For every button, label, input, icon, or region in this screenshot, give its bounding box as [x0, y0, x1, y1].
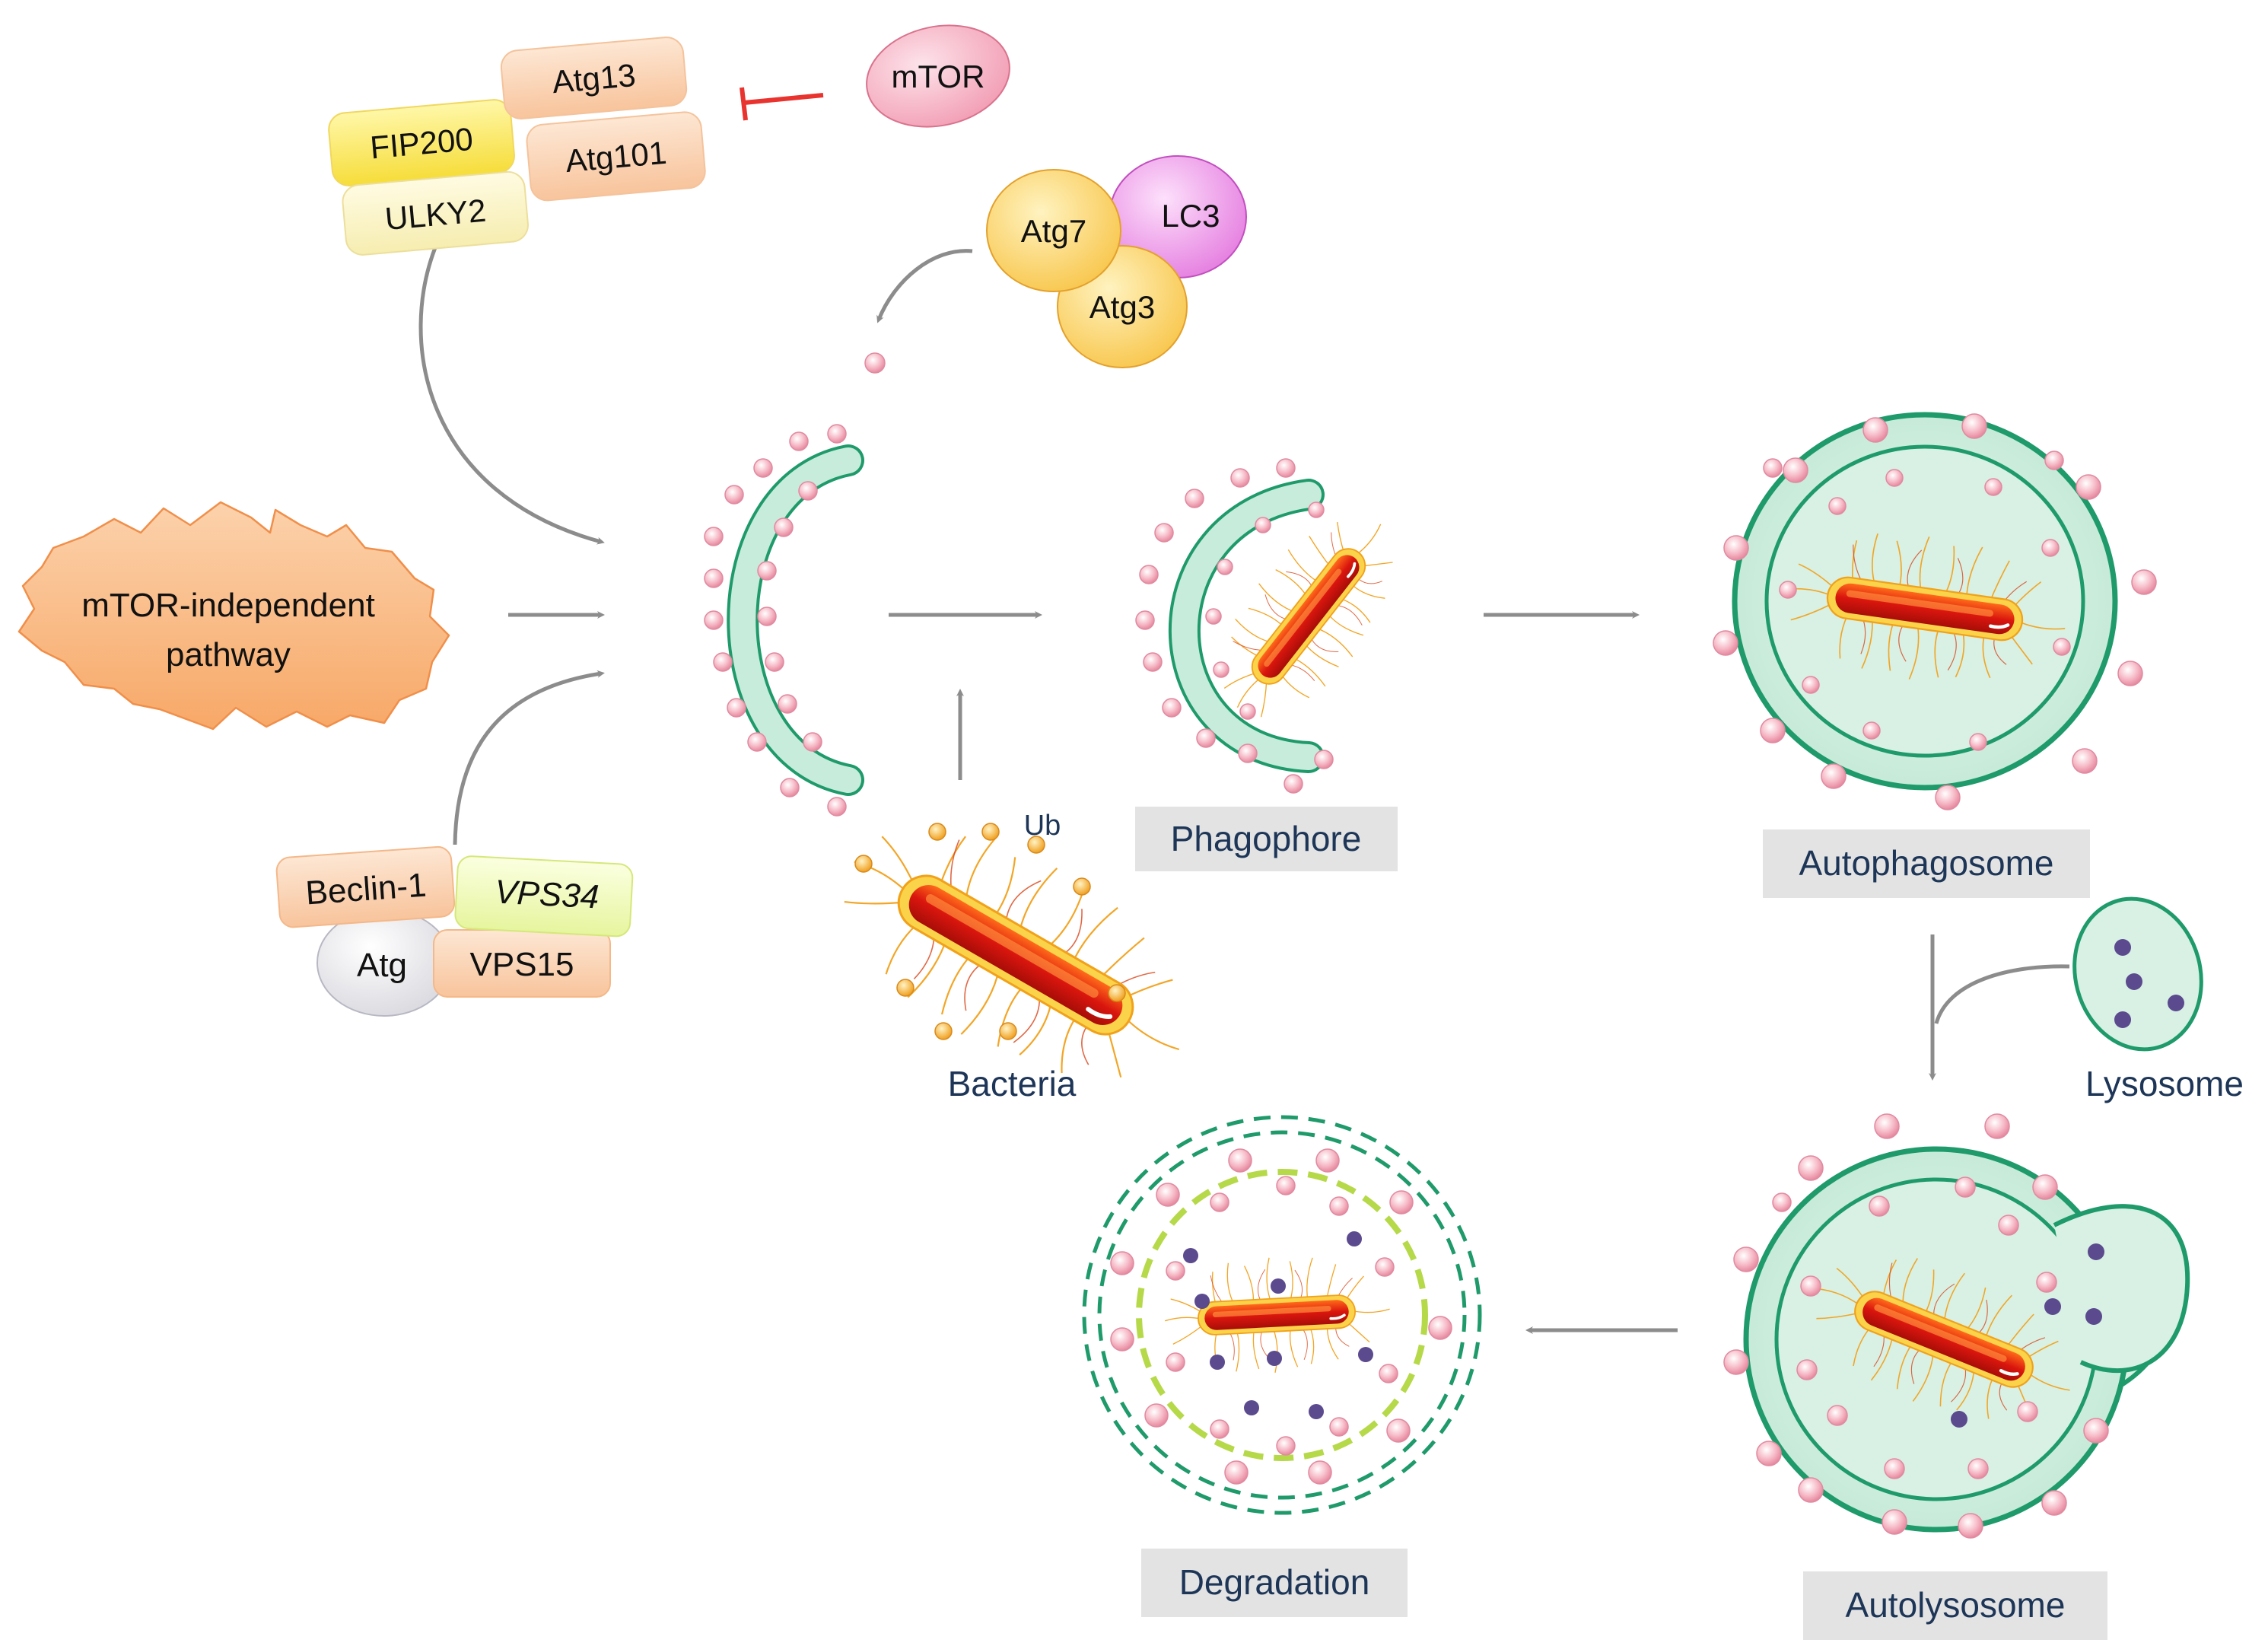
mtor-node: mTOR — [866, 24, 1010, 128]
autophagosome-label-box — [1763, 829, 2090, 898]
ub-dots — [854, 823, 1126, 1040]
lc3-label: LC3 — [1161, 198, 1220, 234]
vps34-box — [454, 855, 634, 938]
beclin1-label: Beclin-1 — [304, 867, 428, 912]
atg101-box — [526, 111, 706, 202]
atg101-label: Atg101 — [564, 135, 668, 179]
atg3-label: Atg3 — [1089, 289, 1155, 325]
autophagosome-label: Autophagosome — [1799, 843, 2053, 883]
beclin1-box — [275, 845, 456, 928]
lc3-conjugation-complex: Atg7 LC3 Atg3 — [986, 155, 1247, 368]
phagophore-label: Phagophore — [1171, 819, 1362, 858]
lysosome-label: Lysosome — [2085, 1064, 2244, 1103]
phagophore-label-box — [1135, 807, 1398, 871]
arrow-lysosome-merge — [1934, 964, 2070, 1024]
lc3-dots-membrane — [704, 424, 847, 817]
ulk-complex: FIP200 Atg13 ULKY2 Atg101 — [328, 37, 706, 256]
phagophore — [1135, 458, 1430, 794]
degradation-label-box — [1141, 1549, 1408, 1617]
arrow-beclin-to-membrane — [453, 670, 605, 845]
autolysosome-label-box — [1803, 1571, 2107, 1640]
mtor-independent-cloud: mTOR-independent pathway — [17, 501, 450, 731]
lysosome — [2072, 896, 2203, 1052]
mtor-independent-line2: pathway — [166, 636, 291, 673]
arrow-lc3-to-dot — [876, 249, 973, 323]
atg-label: Atg — [357, 947, 407, 984]
autolysosome-label: Autolysosome — [1846, 1585, 2066, 1625]
atg13-label: Atg13 — [551, 57, 637, 100]
isolation-membrane — [704, 424, 864, 817]
mtor-label: mTOR — [892, 59, 985, 94]
ulky2-box — [342, 170, 529, 256]
beclin-complex: Beclin-1 VPS34 Atg VPS15 — [275, 845, 634, 1017]
mtor-independent-line1: mTOR-independent — [81, 587, 375, 624]
degradation — [1082, 1115, 1482, 1515]
degradation-label: Degradation — [1179, 1562, 1370, 1602]
atg7-label: Atg7 — [1021, 213, 1086, 249]
arrows — [418, 241, 2070, 1334]
bacteria-label: Bacteria — [948, 1064, 1077, 1103]
ulky2-label: ULKY2 — [383, 193, 488, 237]
vps34-label: VPS34 — [494, 873, 600, 915]
lc3-free-dot — [864, 352, 886, 374]
inhibition-mark — [740, 87, 824, 121]
autophagosome — [1713, 412, 2157, 810]
vps15-label: VPS15 — [470, 946, 574, 983]
autolysosome — [1723, 1113, 2190, 1539]
ub-label: Ub — [1024, 810, 1061, 842]
atg13-box — [500, 37, 688, 119]
arrow-ulk-to-membrane — [418, 241, 605, 545]
